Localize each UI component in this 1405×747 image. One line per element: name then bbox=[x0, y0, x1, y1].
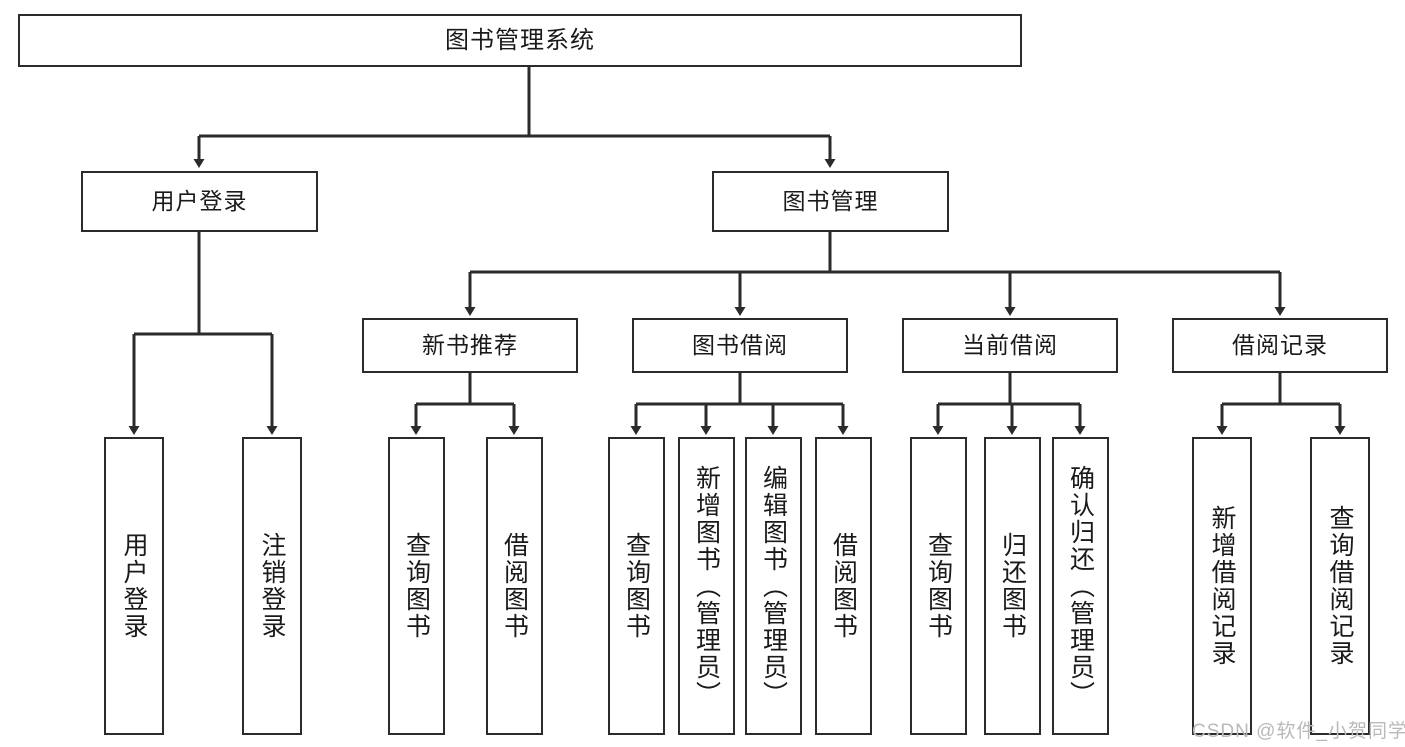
leaf-add-book-admin-label: 新增图书（管理员） bbox=[692, 464, 721, 708]
node-current-borrow-label: 当前借阅 bbox=[962, 332, 1058, 359]
leaf-query-book-3-label: 查询图书 bbox=[924, 532, 953, 640]
node-borrow-record-label: 借阅记录 bbox=[1232, 332, 1328, 359]
leaf-user-login[interactable]: 用户登录 bbox=[104, 437, 164, 735]
node-root-label: 图书管理系统 bbox=[445, 26, 595, 54]
leaf-edit-book-admin-label: 编辑图书（管理员） bbox=[759, 464, 788, 708]
node-user-login-label: 用户登录 bbox=[151, 188, 248, 215]
leaf-borrow-book-1[interactable]: 借阅图书 bbox=[486, 437, 543, 735]
leaf-borrow-book-2[interactable]: 借阅图书 bbox=[815, 437, 872, 735]
node-book-manage[interactable]: 图书管理 bbox=[712, 171, 949, 232]
node-book-borrow[interactable]: 图书借阅 bbox=[632, 318, 848, 373]
leaf-user-logout-label: 注销登录 bbox=[258, 532, 286, 640]
leaf-add-borrow-record[interactable]: 新增借阅记录 bbox=[1192, 437, 1252, 735]
leaf-query-book-1[interactable]: 查询图书 bbox=[388, 437, 445, 735]
leaf-query-book-1-label: 查询图书 bbox=[402, 532, 431, 640]
leaf-user-login-label: 用户登录 bbox=[120, 532, 148, 640]
leaf-confirm-return-admin[interactable]: 确认归还（管理员） bbox=[1052, 437, 1109, 735]
leaf-edit-book-admin[interactable]: 编辑图书（管理员） bbox=[745, 437, 802, 735]
node-book-borrow-label: 图书借阅 bbox=[692, 332, 788, 359]
leaf-query-borrow-record-label: 查询借阅记录 bbox=[1326, 505, 1354, 667]
node-root[interactable]: 图书管理系统 bbox=[18, 14, 1022, 67]
leaf-query-book-2-label: 查询图书 bbox=[622, 532, 651, 640]
leaf-user-logout[interactable]: 注销登录 bbox=[242, 437, 302, 735]
leaf-borrow-book-1-label: 借阅图书 bbox=[500, 532, 529, 640]
leaf-add-borrow-record-label: 新增借阅记录 bbox=[1208, 505, 1236, 667]
node-borrow-record[interactable]: 借阅记录 bbox=[1172, 318, 1388, 373]
node-book-manage-label: 图书管理 bbox=[782, 188, 879, 215]
leaf-query-borrow-record[interactable]: 查询借阅记录 bbox=[1310, 437, 1370, 735]
node-new-book-recommend[interactable]: 新书推荐 bbox=[362, 318, 578, 373]
leaf-return-book-label: 归还图书 bbox=[998, 532, 1027, 640]
leaf-return-book[interactable]: 归还图书 bbox=[984, 437, 1041, 735]
node-new-book-recommend-label: 新书推荐 bbox=[422, 332, 518, 359]
node-current-borrow[interactable]: 当前借阅 bbox=[902, 318, 1118, 373]
leaf-query-book-2[interactable]: 查询图书 bbox=[608, 437, 665, 735]
leaf-borrow-book-2-label: 借阅图书 bbox=[829, 532, 858, 640]
csdn-watermark: CSDN @软件_小贺同学 bbox=[1192, 721, 1405, 742]
node-user-login[interactable]: 用户登录 bbox=[81, 171, 318, 232]
leaf-confirm-return-admin-label: 确认归还（管理员） bbox=[1066, 464, 1095, 708]
leaf-add-book-admin[interactable]: 新增图书（管理员） bbox=[678, 437, 735, 735]
leaf-query-book-3[interactable]: 查询图书 bbox=[910, 437, 967, 735]
